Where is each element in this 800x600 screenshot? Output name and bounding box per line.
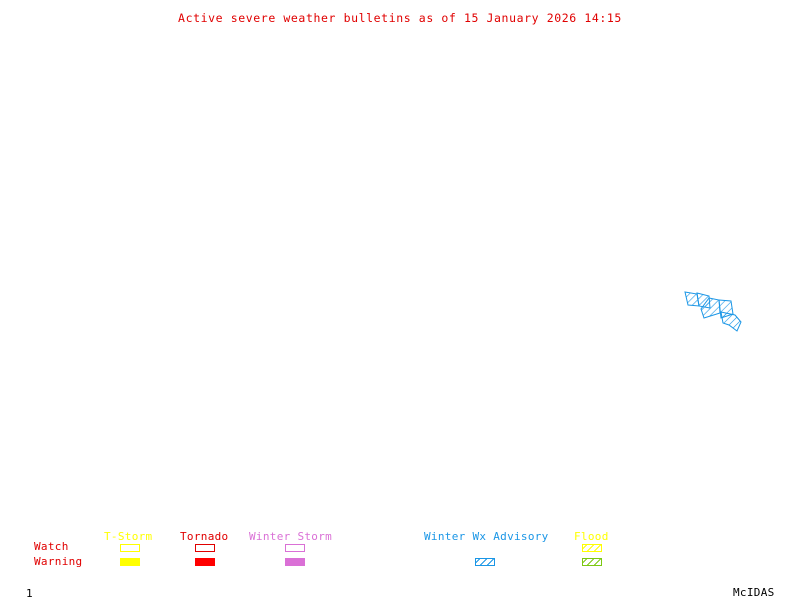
legend-winter-storm-warning-swatch (285, 558, 305, 566)
legend-tornado-label: Tornado (180, 530, 229, 543)
frame-number: 1 (26, 587, 33, 600)
software-label: McIDAS (733, 586, 775, 599)
legend-warning-label: Warning (34, 555, 83, 568)
advisory-polygon (700, 297, 721, 319)
legend-tstorm-label: T-Storm (104, 530, 153, 543)
legend-tornado-warning-swatch (195, 558, 215, 566)
page-title: Active severe weather bulletins as of 15… (178, 11, 622, 25)
winter-wx-advisory-area (684, 291, 742, 332)
legend-flood-warning-swatch (582, 558, 602, 566)
legend-tstorm-warning-swatch (120, 558, 140, 566)
legend-winter-wx-advisory-swatch (475, 558, 495, 566)
legend-winter-storm-label: Winter Storm (249, 530, 333, 543)
legend-winter-wx-advisory-label: Winter Wx Advisory (424, 530, 549, 543)
legend-winter-storm-watch-swatch (285, 544, 305, 552)
legend-flood-watch-swatch (582, 544, 602, 552)
legend-watch-label: Watch (34, 540, 69, 553)
legend-tornado-watch-swatch (195, 544, 215, 552)
advisory-polygon (720, 311, 742, 332)
legend-flood-label: Flood (574, 530, 609, 543)
legend-tstorm-watch-swatch (120, 544, 140, 552)
